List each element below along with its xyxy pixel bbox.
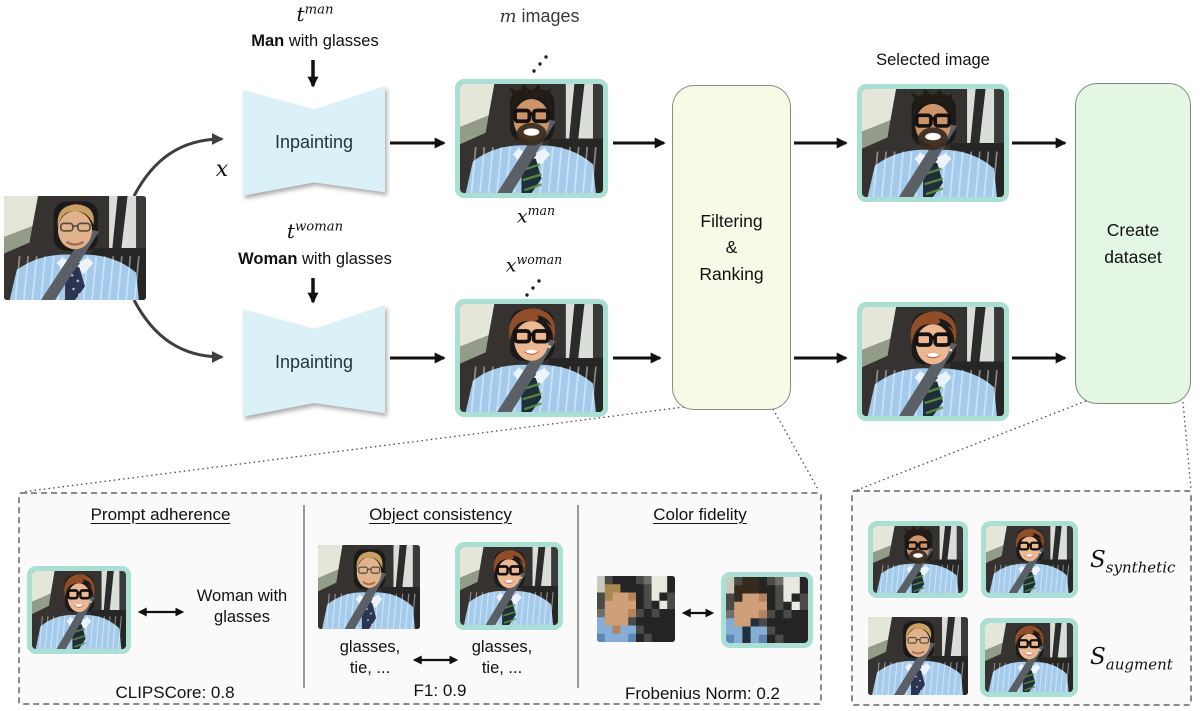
synthetic-set-man-image — [868, 521, 968, 598]
selected-image-woman — [857, 302, 1009, 421]
object-consistency-title: Object consistency — [369, 505, 512, 524]
prompt-adherence-title: Prompt adherence — [90, 505, 231, 524]
f1-value: F1: 0.9 — [413, 681, 467, 700]
callout-filter-right — [772, 408, 820, 492]
zoom-callout-lines — [21, 400, 1192, 493]
object-consistency-right-tags: glasses, tie, ... — [471, 638, 533, 678]
object-consistency-generated-image — [455, 542, 563, 630]
inpainting-bottom-label: Inpainting — [274, 351, 354, 372]
metrics-panel — [18, 492, 822, 705]
color-fidelity-title: Color fidelity — [653, 505, 747, 524]
inpainting-block-top-shape: Inpainting — [243, 86, 385, 196]
t-man-label: tman — [296, 2, 334, 26]
inpainting-block-bottom-shape: Inpainting — [243, 305, 385, 417]
clipscore-value: CLIPSCore: 0.8 — [115, 683, 235, 702]
synthetic-set-woman-image — [981, 521, 1078, 598]
inpainting-block-top: Inpainting — [243, 86, 385, 198]
callout-create-right — [1182, 401, 1192, 490]
candidate-image-man — [455, 79, 608, 198]
prompt-woman-text: Woman with glasses — [238, 250, 392, 268]
m-images-label: m images — [499, 6, 580, 27]
create-line2: dataset — [1104, 246, 1162, 267]
filtering-line2: & — [725, 237, 738, 258]
selected-image-man — [857, 84, 1009, 202]
create-line1: Create — [1106, 220, 1160, 241]
metrics-separator-1 — [303, 505, 305, 688]
x-woman-label: xwoman — [505, 252, 563, 277]
augment-set-original-image — [868, 617, 968, 695]
filtering-line1: Filtering — [700, 211, 763, 232]
augment-set-label: Saugment — [1090, 644, 1173, 674]
filtering-ranking-box: Filtering & Ranking — [672, 85, 791, 410]
inpainting-block-bottom: Inpainting — [243, 305, 385, 419]
t-woman-label: twoman — [286, 219, 344, 243]
input-image-label: x — [215, 157, 229, 182]
curved-arrow-x-to-inpaint2 — [132, 299, 224, 363]
color-fidelity-original-image — [597, 576, 675, 642]
x-man-label: xman — [516, 203, 556, 228]
metrics-separator-2 — [577, 505, 579, 688]
prompt-adherence-caption: Woman with glasses — [196, 587, 288, 627]
synthetic-set-label: Ssynthetic — [1090, 547, 1176, 577]
callout-filter-left — [21, 406, 685, 493]
create-dataset-box: Create dataset — [1075, 83, 1191, 404]
filtering-line3: Ranking — [699, 263, 764, 284]
color-fidelity-generated-image — [721, 572, 813, 648]
selected-image-label: Selected image — [876, 51, 990, 69]
prompt-man-text: Man with glasses — [251, 32, 379, 50]
augment-set-woman-image — [980, 618, 1078, 697]
object-consistency-left-tags: glasses, tie, ... — [339, 638, 401, 678]
inpainting-top-label: Inpainting — [274, 131, 354, 152]
candidate-image-woman — [455, 299, 608, 417]
object-consistency-original-image — [318, 545, 420, 629]
frobenius-value: Frobenius Norm: 0.2 — [625, 684, 780, 703]
input-image-x — [4, 196, 146, 300]
prompt-adherence-image — [27, 566, 131, 654]
